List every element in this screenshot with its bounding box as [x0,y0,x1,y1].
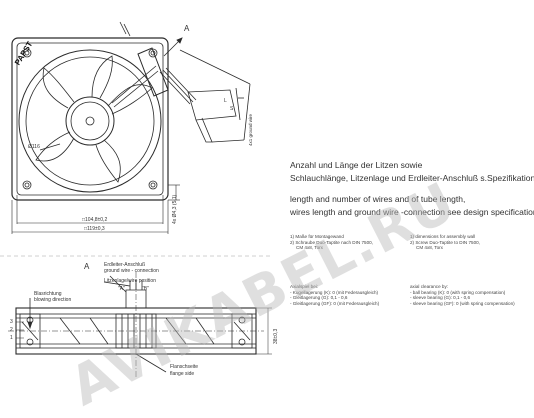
erdleiter-en: ground wire - connection [104,268,159,274]
footnote-en-line3: CM 4x8, Torx [416,245,443,251]
litzenlage: Litzenlage/wire position [104,278,156,284]
top-dimensions [11,184,180,234]
blasrichtung-de: Blasrichtung [34,291,62,297]
axial-de-title: Axialspiel bei: [290,284,319,289]
axial-de-l1: - Kugellagerung (K): 0 (mit Federausglei… [290,289,379,295]
dim-diameter: Ø116 [28,144,40,150]
axial-en-l3: - sleeve bearing (GF): 0 (with spring co… [410,300,515,306]
footnote-de-line1: 1) Maße für Montagewand [290,234,344,239]
dim-38: 38±0,3 [273,328,279,344]
footnote-en-line2: 2) Screw Duo-Taptite to DIN 7500, [410,239,480,245]
fan-side-view [8,272,272,378]
note-de-line2: Schlauchlänge, Litzenlage und Erdleiter-… [290,173,534,183]
footnote-de-line2: 2) Schraube Duo-Taptite nach DIN 7500, [290,239,373,245]
side-section-label-a: A [84,262,90,271]
wire-length-s: S [230,106,234,112]
footnote-en-line1: 1) dimensions for assembly wall [410,234,476,239]
dim-104: □104,8±0,2 [82,217,108,223]
axial-de: Axialspiel bei: - Kugellagerung (K): 0 (… [290,284,379,306]
footnote-en: 1) dimensions for assembly wall 2) Screw… [410,234,480,251]
axial-en-l1: - ball bearing (K): 0 (with spring compe… [410,289,506,295]
note-de-line1: Anzahl und Länge der Litzen sowie [290,160,423,170]
dim-hole: 4x Ø4,3 (5,1) [172,194,178,224]
wire-length-l: L [224,98,227,104]
axial-en-l2: - sleeve bearing (G): 0,1 - 0,6 [410,295,471,301]
erdleiter-de: Erdleiter-Anschluß [104,262,146,268]
callout-3: 3 [10,319,13,325]
top-section-label-a: A [184,24,190,33]
dim-119: □119±0,3 [84,226,105,232]
note-en-line1: length and number of wires and of tube l… [290,194,466,204]
note-en-line2: wires length and ground wire -connection… [290,207,534,217]
flansch-de: Flanschseite [170,364,199,370]
axial-en-title: axial clearance by: [410,284,449,289]
wire-tag: 4x1 ground wire [248,113,253,146]
wire-exit [119,21,251,143]
axial-de-l3: - Gleitlagerung (GF): 0 (mit Federausgle… [290,300,380,306]
blasrichtung-en: blowing direction [34,297,72,303]
footnote-de: 1) Maße für Montagewand 2) Schraube Duo-… [290,234,373,251]
fan-top-view [11,37,169,201]
callout-1: 1 [10,335,13,341]
wire-position-a: "A" [118,286,125,292]
flansch-en: flange side [170,371,195,377]
axial-en: axial clearance by: - ball bearing (K): … [410,284,515,306]
footnote-de-line3: CM 4x8, Torx [296,245,323,251]
technical-drawing [0,21,272,378]
callout-2: 2 [10,327,13,333]
wire-position-b: "B" [142,286,149,292]
axial-de-l2: - Gleitlagerung (G): 0,1 - 0,6 [290,295,348,301]
